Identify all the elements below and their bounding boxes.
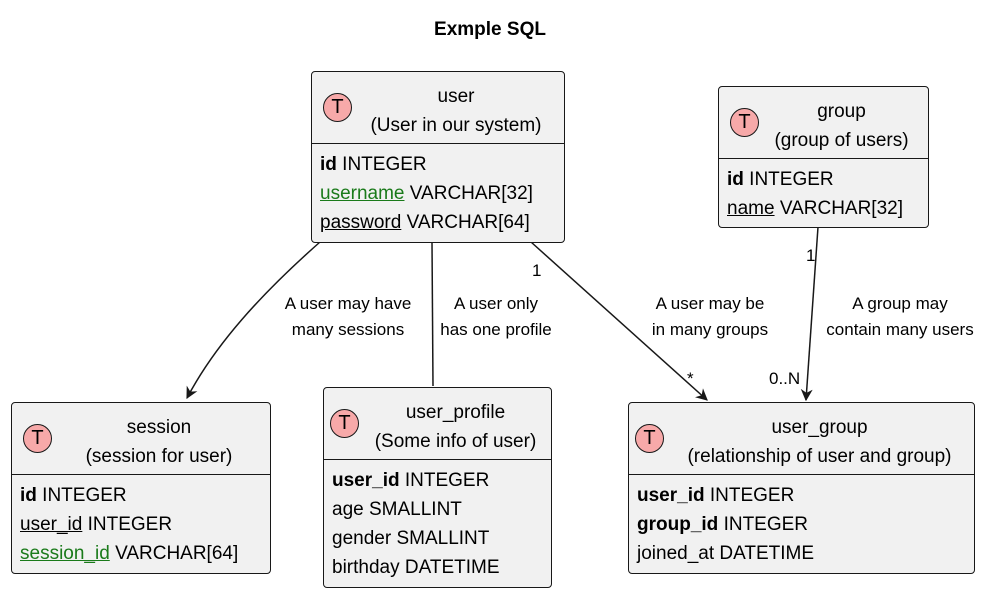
multiplicity-user-group-many: * <box>687 369 694 388</box>
entity-subtitle: (User in our system) <box>370 115 542 136</box>
multiplicity-user-one: 1 <box>532 261 542 280</box>
field-row: password VARCHAR[64] <box>320 208 564 237</box>
field-type: INTEGER <box>709 485 795 506</box>
field-type: SMALLINT <box>396 528 490 549</box>
relation-label-line: contain many users <box>826 320 974 339</box>
field-name: age <box>332 499 364 520</box>
field-row: group_id INTEGER <box>637 510 974 539</box>
field-row: id INTEGER <box>20 481 270 510</box>
table-badge-icon: T <box>635 424 664 453</box>
field-row: birthday DATETIME <box>332 553 551 582</box>
field-name: user_id <box>20 514 83 535</box>
edge-group-user-group <box>800 226 819 402</box>
field-name: joined_at <box>637 543 715 564</box>
table-badge-icon: T <box>323 93 352 122</box>
field-name: password <box>320 212 402 233</box>
entity-header: T user (User in our system) <box>312 72 564 144</box>
field-name: group_id <box>637 514 719 535</box>
entity-subtitle: (Some info of user) <box>374 431 537 452</box>
entity-name: group <box>817 101 866 122</box>
multiplicity-group-one: 1 <box>806 246 816 265</box>
field-row: user_id INTEGER <box>332 466 551 495</box>
diagram-title: Exmple SQL <box>434 19 546 40</box>
entity-name: user_profile <box>405 402 506 423</box>
field-name: id <box>320 154 337 175</box>
relation-label-user-profile: A user only has one profile <box>426 291 566 343</box>
table-badge-icon: T <box>330 409 359 438</box>
relation-label-line: A group may <box>852 294 948 313</box>
field-type: INTEGER <box>749 169 834 190</box>
entity-header: T user_profile (Some info of user) <box>324 388 551 460</box>
entity-user-profile: T user_profile (Some info of user) user_… <box>323 387 552 588</box>
entity-header: T user_group (relationship of user and g… <box>629 403 974 475</box>
relation-label-line: A user may have <box>284 294 412 313</box>
field-row: user_id INTEGER <box>637 481 974 510</box>
table-badge-icon: T <box>730 108 759 137</box>
entity-header: T session (session for user) <box>12 403 270 475</box>
field-row: id INTEGER <box>727 165 928 194</box>
entity-user: T user (User in our system) id INTEGER u… <box>311 71 565 243</box>
field-row: age SMALLINT <box>332 495 551 524</box>
field-row: user_id INTEGER <box>20 510 270 539</box>
edge-user-session <box>186 241 321 400</box>
field-name: user_id <box>637 485 705 506</box>
entity-subtitle: (relationship of user and group) <box>687 446 952 467</box>
relation-label-line: A user only <box>453 294 539 313</box>
field-type: INTEGER <box>342 154 427 175</box>
field-type: INTEGER <box>87 514 173 535</box>
table-badge-icon: T <box>23 424 52 453</box>
field-type: DATETIME <box>719 543 815 564</box>
entity-name: session <box>126 417 192 438</box>
field-row: gender SMALLINT <box>332 524 551 553</box>
field-type: DATETIME <box>404 557 500 578</box>
edge-user-user-group <box>530 241 708 401</box>
relation-label-line: many sessions <box>291 320 405 339</box>
field-row: session_id VARCHAR[64] <box>20 539 270 568</box>
relation-label-user-group: A user may be in many groups <box>630 291 790 343</box>
field-type: SMALLINT <box>368 499 462 520</box>
relation-label-line: A user may be <box>655 294 765 313</box>
field-name: birthday <box>332 557 400 578</box>
field-type: INTEGER <box>404 470 490 491</box>
field-type: VARCHAR[64] <box>406 212 530 233</box>
entity-group: T group (group of users) id INTEGER name… <box>718 86 929 228</box>
entity-name: user_group <box>771 417 868 438</box>
field-type: INTEGER <box>723 514 809 535</box>
entity-name: user <box>437 86 475 107</box>
entity-header: T group (group of users) <box>719 87 928 159</box>
relation-label-line: has one profile <box>440 320 552 339</box>
field-row: id INTEGER <box>320 150 564 179</box>
field-row: name VARCHAR[32] <box>727 194 928 223</box>
field-type: VARCHAR[32] <box>409 183 533 204</box>
field-name: gender <box>332 528 392 549</box>
entity-session: T session (session for user) id INTEGER … <box>11 402 271 574</box>
field-name: name <box>727 198 775 219</box>
multiplicity-group-zero-to-n: 0..N <box>769 369 801 388</box>
field-name: username <box>320 183 405 204</box>
relation-label-group-user-group: A group may contain many users <box>812 291 988 343</box>
entity-subtitle: (group of users) <box>774 130 909 151</box>
field-row: username VARCHAR[32] <box>320 179 564 208</box>
relation-label-line: in many groups <box>651 320 769 339</box>
field-type: VARCHAR[32] <box>779 198 903 219</box>
field-name: user_id <box>332 470 400 491</box>
field-name: id <box>20 485 37 506</box>
entity-subtitle: (session for user) <box>85 446 233 467</box>
field-name: id <box>727 169 744 190</box>
entity-user-group: T user_group (relationship of user and g… <box>628 402 975 574</box>
field-type: INTEGER <box>42 485 127 506</box>
edge-user-user-profile <box>431 241 434 387</box>
field-row: joined_at DATETIME <box>637 539 974 568</box>
relation-label-user-session: A user may have many sessions <box>268 291 428 343</box>
field-type: VARCHAR[64] <box>115 543 239 564</box>
field-name: session_id <box>20 543 110 564</box>
